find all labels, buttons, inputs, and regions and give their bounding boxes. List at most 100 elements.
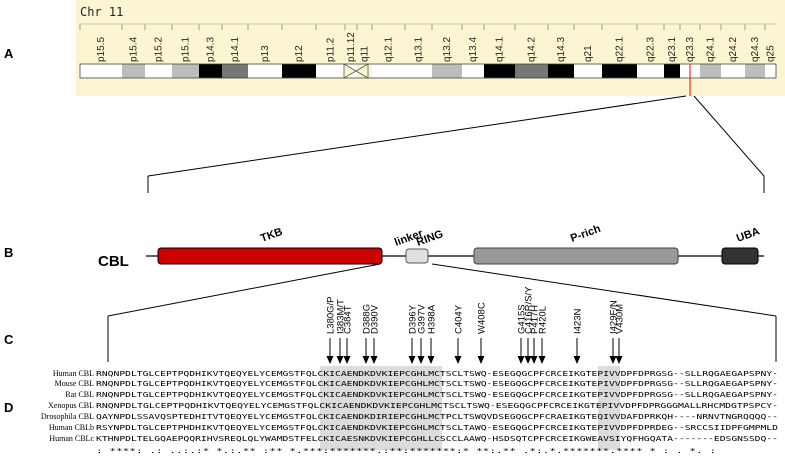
mutation-label: G397V [417, 304, 428, 334]
mutation-arrow-head [454, 356, 462, 364]
band-label: p12 [294, 45, 305, 62]
species-label: Human CBLc [49, 434, 94, 443]
band-label: q25 [766, 45, 777, 62]
chromosome-band [515, 64, 548, 78]
mutation-label: G415S [517, 304, 528, 334]
band-label: p11.12 [346, 32, 357, 62]
band-label: q24.1 [706, 37, 717, 62]
band-label: q23.1 [667, 37, 678, 62]
mutation-label: I429F/N [609, 300, 620, 334]
sequence-row: KTHNPDLTELGQAEPQQRIHVSREQLQLYWAMDSTFELCK… [96, 434, 778, 443]
chromosome-band [199, 64, 222, 78]
ring-highlight [320, 366, 442, 450]
uba-domain [721, 247, 759, 265]
mutation-arrow-head [326, 356, 334, 364]
chromosome-band [80, 64, 122, 78]
ideogram-panel [76, 0, 785, 96]
mutation-label: C416R/S/Y [524, 286, 535, 334]
mutation-arrow-head [573, 356, 581, 364]
mutation-label: C384T [343, 305, 354, 334]
band-label: p11.2 [326, 37, 337, 62]
species-label: Mouse CBL [55, 379, 94, 388]
panel-letter-a: A [4, 46, 14, 61]
mutation-arrow-head [538, 356, 546, 364]
chromosome-band [700, 64, 721, 78]
sequence-row: QAYNPDLSSAVQSPTEDHITVTQEQYELYCEMGSTFQLCK… [96, 412, 778, 421]
band-label: q24.3 [750, 37, 761, 62]
sequence-row: RNQNPDLTGLCEPTPQDHIKVTQEQYELYCEMGSTFQLCK… [96, 401, 778, 410]
species-label: Drosophila CBL [41, 412, 94, 421]
mutation-arrow-head [615, 356, 623, 364]
band-label: q13.1 [414, 37, 425, 62]
chromosome-band [745, 64, 765, 78]
mutation-label: I423N [573, 309, 584, 334]
zoom-line-b-left [107, 263, 381, 317]
chromosome-outline [79, 63, 777, 79]
zoom-line-b-right [431, 263, 777, 317]
mutation-label: H398A [427, 304, 438, 334]
mutation-arrow-head [517, 356, 525, 364]
mutation-label: R420L [538, 306, 549, 334]
mutation-arrow-head [408, 356, 416, 364]
band-label: q14.3 [556, 37, 567, 62]
p-rich-domain [473, 247, 679, 265]
band-label: q22.3 [646, 37, 657, 62]
band-label: q14.2 [527, 37, 538, 62]
band-label: p15.4 [129, 37, 140, 62]
band-label: p15.2 [154, 37, 165, 62]
centromere [343, 63, 369, 79]
mutation-arrow-head [336, 356, 344, 364]
sequence-row: RNQNPDLTGLCEPTPQDHIKVTQEQYELYCEMGSTFQLCK… [96, 390, 778, 399]
consensus-row: : ****: .: ..:.:* *.:.** :** *.***:*****… [96, 446, 716, 455]
band-label: p15.5 [96, 37, 107, 62]
chromosome-band [145, 64, 172, 78]
chromosome-band [172, 64, 199, 78]
chromosome-band [222, 64, 248, 78]
sequence-row: RNQNPDLTGLCEPTPQDHIKVTQEQYELYCEMGSTFQLCK… [96, 369, 778, 378]
chromosome-band [405, 64, 432, 78]
chromosome-band [372, 64, 405, 78]
mutation-arrow-head [427, 356, 435, 364]
mutation-arrow-head [417, 356, 425, 364]
zoom-line-left [147, 95, 687, 177]
band-label: p14.1 [230, 37, 241, 62]
chromosome-bands [79, 63, 777, 79]
species-label: Rat CBL [65, 390, 94, 399]
chromosome-band [248, 64, 282, 78]
species-label: Human CBL [53, 369, 94, 378]
chromosome-band [664, 64, 680, 78]
chromosome-band [432, 64, 462, 78]
mutation-label: D396Y [408, 304, 419, 334]
tkb-domain-label: TKB [259, 226, 284, 245]
chromosome-band [765, 64, 776, 78]
band-label: q11 [360, 46, 371, 62]
sequence-row: RNQNPDLTGLCEPTPQDHIKVTQEQYELYCEMGSTFQLCK… [96, 379, 778, 388]
protein-name: CBL [98, 253, 129, 270]
band-label: q13.2 [442, 37, 453, 62]
band-label: q23.3 [685, 37, 696, 62]
band-label: q12.1 [384, 37, 395, 62]
mutation-arrow-head [362, 356, 370, 364]
band-label: q14.1 [495, 37, 506, 62]
chromosome-band [721, 64, 745, 78]
panel-letter-d: D [4, 400, 13, 415]
p-rich-label: P-rich [569, 223, 603, 245]
chromosome-band [282, 64, 316, 78]
chromosome-band [462, 64, 484, 78]
linker-domain [405, 248, 429, 264]
panel-letter-c: C [4, 332, 14, 347]
species-label: Human CBLb [49, 423, 94, 432]
band-label: q24.2 [728, 37, 739, 62]
ring-highlight-2 [598, 366, 620, 450]
mutation-label: W408C [477, 302, 488, 334]
uba-label: UBA [735, 225, 762, 244]
chromosome-band [316, 64, 345, 78]
sequence-row: RSYNPDLTGLCEPTPHDHIKVTQEQYELYCEMGSTFQLCK… [96, 423, 778, 432]
mutation-label: C404Y [454, 304, 465, 334]
band-label: q21 [583, 45, 594, 62]
mutation-arrow-head [524, 356, 532, 364]
mutation-arrow-head [609, 356, 617, 364]
